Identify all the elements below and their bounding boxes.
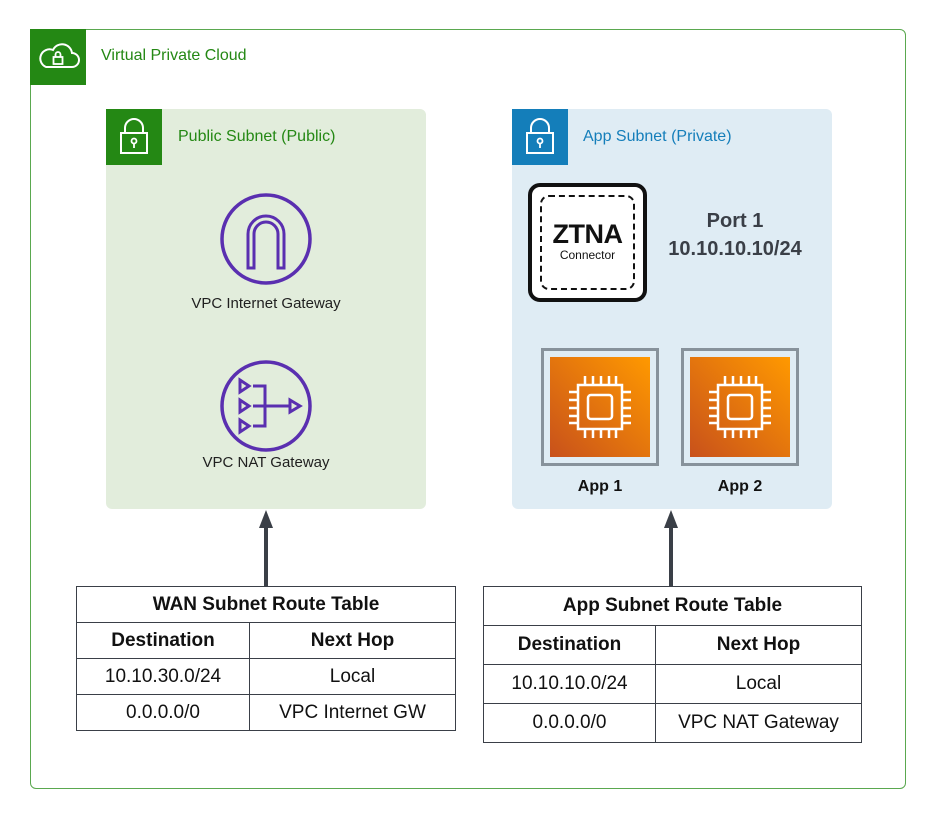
public-subnet-badge — [106, 109, 162, 165]
destination-cell: 0.0.0.0/0 — [483, 703, 656, 743]
vpc-title: Virtual Private Cloud — [101, 47, 247, 64]
table-row: 10.10.10.0/24 Local — [483, 664, 862, 704]
destination-cell: 10.10.10.0/24 — [483, 664, 656, 704]
vpc-badge — [30, 29, 86, 85]
port-ip: 10.10.10.10/24 — [668, 238, 802, 260]
next-hop-cell: Local — [249, 658, 456, 695]
ec2-instance-icon — [709, 376, 771, 438]
next-hop-cell: Local — [655, 664, 862, 704]
internet-gateway-label: VPC Internet Gateway — [191, 295, 341, 312]
route-table-title: WAN Subnet Route Table — [76, 586, 456, 623]
ztna-logo-subtext: Connector — [559, 248, 616, 262]
column-header-destination: Destination — [76, 622, 250, 659]
app-subnet-badge — [512, 109, 568, 165]
next-hop-cell: VPC NAT Gateway — [655, 703, 862, 743]
internet-gateway-icon — [220, 193, 312, 285]
app-2-label: App 2 — [717, 478, 763, 495]
port-name: Port 1 — [706, 210, 764, 232]
destination-cell: 0.0.0.0/0 — [76, 694, 250, 731]
vpc-group — [30, 29, 906, 789]
wan-route-table: WAN Subnet Route Table Destination Next … — [76, 586, 456, 731]
app-1-instance — [541, 348, 659, 466]
app-route-arrow-head — [664, 510, 678, 528]
cloud-lock-icon — [39, 43, 80, 68]
table-row: 0.0.0.0/0 VPC Internet GW — [76, 694, 456, 731]
ztna-logo-text: ZTNA — [552, 219, 623, 249]
app-subnet-title: App Subnet (Private) — [583, 128, 732, 145]
public-subnet — [106, 109, 426, 509]
ztna-connector: ZTNA Connector — [528, 183, 647, 302]
table-row: 10.10.30.0/24 Local — [76, 658, 456, 695]
nat-gateway-label: VPC NAT Gateway — [202, 454, 330, 471]
app-2-instance — [681, 348, 799, 466]
wan-route-arrow-head — [259, 510, 273, 528]
app-route-arrow-line — [669, 527, 673, 586]
column-header-destination: Destination — [483, 625, 656, 665]
wan-route-arrow-line — [264, 527, 268, 586]
ec2-tile — [690, 357, 790, 457]
route-table-title: App Subnet Route Table — [483, 586, 862, 626]
ec2-instance-icon — [569, 376, 631, 438]
padlock-icon — [526, 118, 554, 154]
destination-cell: 10.10.30.0/24 — [76, 658, 250, 695]
public-subnet-title: Public Subnet (Public) — [178, 128, 336, 145]
nat-gateway-icon — [220, 360, 312, 452]
app-1-label: App 1 — [577, 478, 623, 495]
ec2-tile — [550, 357, 650, 457]
column-header-next-hop: Next Hop — [655, 625, 862, 665]
table-row: 0.0.0.0/0 VPC NAT Gateway — [483, 703, 862, 743]
ztna-dashed-border — [540, 195, 635, 290]
next-hop-cell: VPC Internet GW — [249, 694, 456, 731]
column-header-next-hop: Next Hop — [249, 622, 456, 659]
app-route-table: App Subnet Route Table Destination Next … — [483, 586, 862, 743]
padlock-icon — [120, 118, 148, 154]
